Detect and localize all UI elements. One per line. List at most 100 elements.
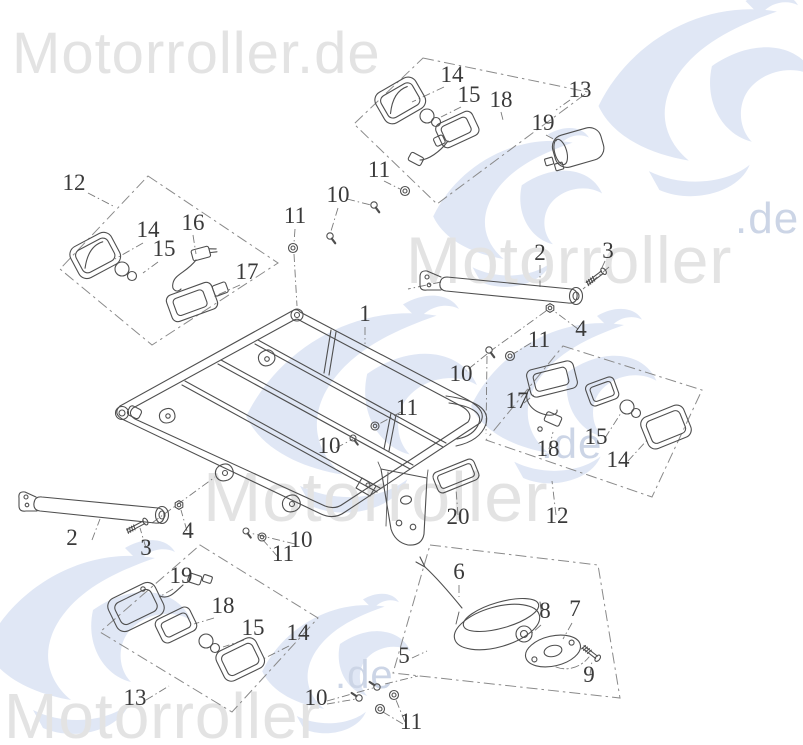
part-label-9: 9 (583, 662, 595, 687)
group-outline-bottom-left-13 (99, 544, 319, 713)
part-label-3: 3 (602, 238, 614, 263)
signal-housing (165, 281, 229, 323)
turn-signal-group-top (374, 76, 605, 172)
bolt (368, 680, 381, 691)
turn-signal-group-right (526, 360, 692, 450)
part-label-13: 13 (569, 77, 592, 102)
tail-light-wire (415, 556, 463, 609)
support-arm-right (419, 270, 584, 306)
part-label-15: 15 (153, 236, 176, 261)
bolt (370, 201, 381, 214)
group-outline-top-13 (353, 57, 590, 205)
part-label-18: 18 (212, 593, 235, 618)
screw (126, 517, 149, 534)
washer (504, 350, 516, 362)
part-label-17: 17 (236, 259, 259, 284)
signal-lens (69, 231, 122, 280)
gasket-plate (524, 634, 582, 668)
nut (545, 303, 555, 313)
bulb (619, 399, 635, 415)
screw (581, 644, 602, 662)
signal-lens (374, 76, 427, 125)
turn-signal-group-bottom-left (107, 572, 266, 682)
part-label-14: 14 (441, 62, 465, 87)
washer (374, 703, 386, 715)
part-label-6: 6 (453, 559, 465, 584)
part-label-10: 10 (290, 527, 313, 552)
signal-lens (640, 404, 692, 450)
part-label-17: 17 (506, 388, 529, 413)
bolt (350, 691, 363, 702)
group-outline-left-12 (59, 175, 279, 346)
part-label-15: 15 (585, 424, 608, 449)
signal-housing (107, 581, 165, 633)
part-label-11: 11 (528, 327, 550, 352)
part-label-14: 14 (607, 447, 631, 472)
bolt (242, 527, 252, 539)
signal-lens (215, 637, 266, 682)
luggage-rack (114, 308, 488, 546)
part-label-14: 14 (137, 217, 161, 242)
group-outline-tail-light-5 (392, 544, 621, 699)
part-label-12: 12 (63, 170, 86, 195)
part-label-12: 12 (546, 503, 569, 528)
part-label-11: 11 (272, 541, 294, 566)
watermark-right-suffix: .de (735, 194, 799, 243)
washer (287, 242, 299, 254)
screw (585, 267, 607, 287)
watermark-top-left: Motorroller.de (12, 21, 381, 86)
part-label-10: 10 (305, 685, 328, 710)
watermark-center-suffix: .de (541, 420, 602, 467)
part-label-19: 19 (170, 563, 193, 588)
part-label-18: 18 (490, 87, 513, 112)
part-label-11: 11 (400, 709, 422, 734)
bulb (515, 625, 533, 643)
washer (370, 421, 380, 431)
fasteners (126, 185, 607, 715)
part-label-5: 5 (398, 643, 410, 668)
leader-lines (87, 86, 650, 725)
part-label-11: 11 (368, 157, 390, 182)
washer (388, 689, 400, 701)
washer (257, 532, 267, 542)
part-label-18: 18 (537, 436, 560, 461)
tail-light-assembly (415, 556, 602, 670)
nut (174, 500, 184, 510)
washer (399, 185, 411, 197)
part-label-20: 20 (447, 504, 470, 529)
part-label-13: 13 (124, 685, 147, 710)
part-label-1: 1 (359, 301, 371, 326)
wire-connector (187, 572, 213, 586)
part-label-16: 16 (182, 210, 205, 235)
part-label-4: 4 (575, 316, 587, 341)
support-arm-left (18, 491, 170, 525)
watermark-right: Motorroller (406, 223, 732, 297)
turn-signal-group-left (69, 231, 229, 323)
part-label-11: 11 (396, 395, 418, 420)
part-label-7: 7 (569, 596, 581, 621)
assembly-group-outlines (59, 57, 703, 713)
part-label-15: 15 (458, 82, 481, 107)
bulb (198, 633, 214, 649)
wire-connector (543, 411, 563, 427)
part-label-10: 10 (318, 433, 341, 458)
watermark-bottom-suffix: .de (335, 653, 394, 697)
part-label-19: 19 (532, 110, 555, 135)
signal-housing (526, 360, 578, 398)
wire-connector (190, 245, 218, 262)
part-label-8: 8 (539, 598, 551, 623)
part-label-2: 2 (66, 525, 78, 550)
bulb (114, 261, 130, 277)
bolt (326, 232, 337, 245)
part-label-10: 10 (450, 361, 473, 386)
bolt (485, 346, 496, 359)
part-label-4: 4 (182, 518, 194, 543)
group-outline-right-12 (485, 345, 703, 498)
part-label-14: 14 (287, 620, 311, 645)
part-label-2: 2 (534, 240, 546, 265)
bulb (419, 108, 435, 124)
